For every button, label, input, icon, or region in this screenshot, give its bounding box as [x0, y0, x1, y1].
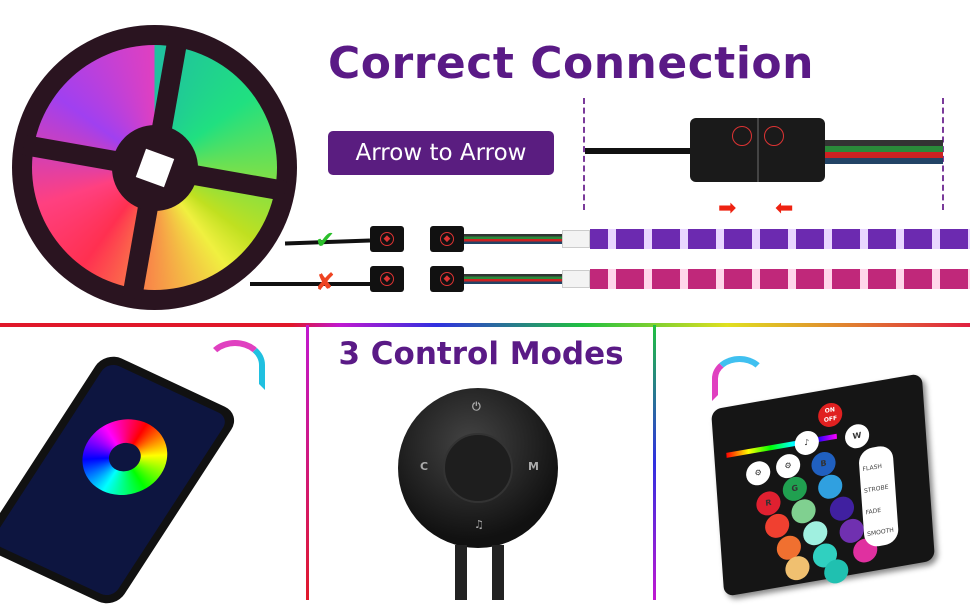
- page-title: Correct Connection: [328, 38, 814, 89]
- arrow-right-icon: ➡: [718, 196, 737, 221]
- arrow-left-icon: ⬅: [775, 196, 794, 221]
- connector-closeup: [690, 118, 825, 182]
- plug-female: ◆: [370, 226, 404, 252]
- led-strip-purple: [590, 229, 970, 249]
- wire: [250, 282, 370, 286]
- cross-icon: ✘: [315, 268, 336, 296]
- rainbow-divider: [0, 323, 970, 327]
- speed-down-button[interactable]: ⚙: [745, 459, 772, 488]
- plug-male: ◆: [430, 226, 464, 252]
- ir-remote: ON OFF ♪ W ⚙ ⚙ B G R FLASH STROBE FADE S…: [711, 373, 935, 597]
- cable: [455, 545, 467, 600]
- mode-pill: FLASH STROBE FADE SMOOTH: [858, 444, 900, 549]
- divider-dashed: [583, 98, 585, 210]
- led-strip-pink: [590, 269, 970, 289]
- m-button[interactable]: M: [528, 460, 539, 473]
- wifi-icon: [205, 340, 265, 390]
- arrow-to-arrow-badge: Arrow to Arrow: [328, 131, 554, 175]
- rgb-wire: [825, 140, 943, 164]
- divider-vertical: [306, 325, 309, 600]
- power-button[interactable]: ⏻: [472, 400, 481, 413]
- divider-dashed: [942, 98, 944, 210]
- rgb-wire: [464, 274, 564, 284]
- plug-female: ◆: [370, 266, 404, 292]
- smooth-button[interactable]: SMOOTH: [866, 526, 895, 539]
- wire: [585, 148, 690, 154]
- divider-vertical: [653, 325, 656, 600]
- music-button[interactable]: ♫: [474, 518, 484, 531]
- strip-clip: [562, 270, 590, 288]
- check-icon: ✔: [315, 226, 336, 254]
- on-off-button[interactable]: ON OFF: [817, 401, 844, 429]
- w-button[interactable]: W: [844, 422, 870, 451]
- music-button[interactable]: ♪: [793, 429, 820, 457]
- strip-clip: [562, 230, 590, 248]
- rgb-wire: [464, 234, 564, 244]
- cable: [492, 545, 504, 600]
- c-button[interactable]: C: [420, 460, 429, 473]
- button-controller: ⏻ C M ♫: [398, 388, 558, 548]
- wifi-icon: [712, 356, 767, 401]
- plug-male: ◆: [430, 266, 464, 292]
- led-reel: [12, 25, 297, 310]
- control-modes-heading: 3 Control Modes: [338, 336, 624, 372]
